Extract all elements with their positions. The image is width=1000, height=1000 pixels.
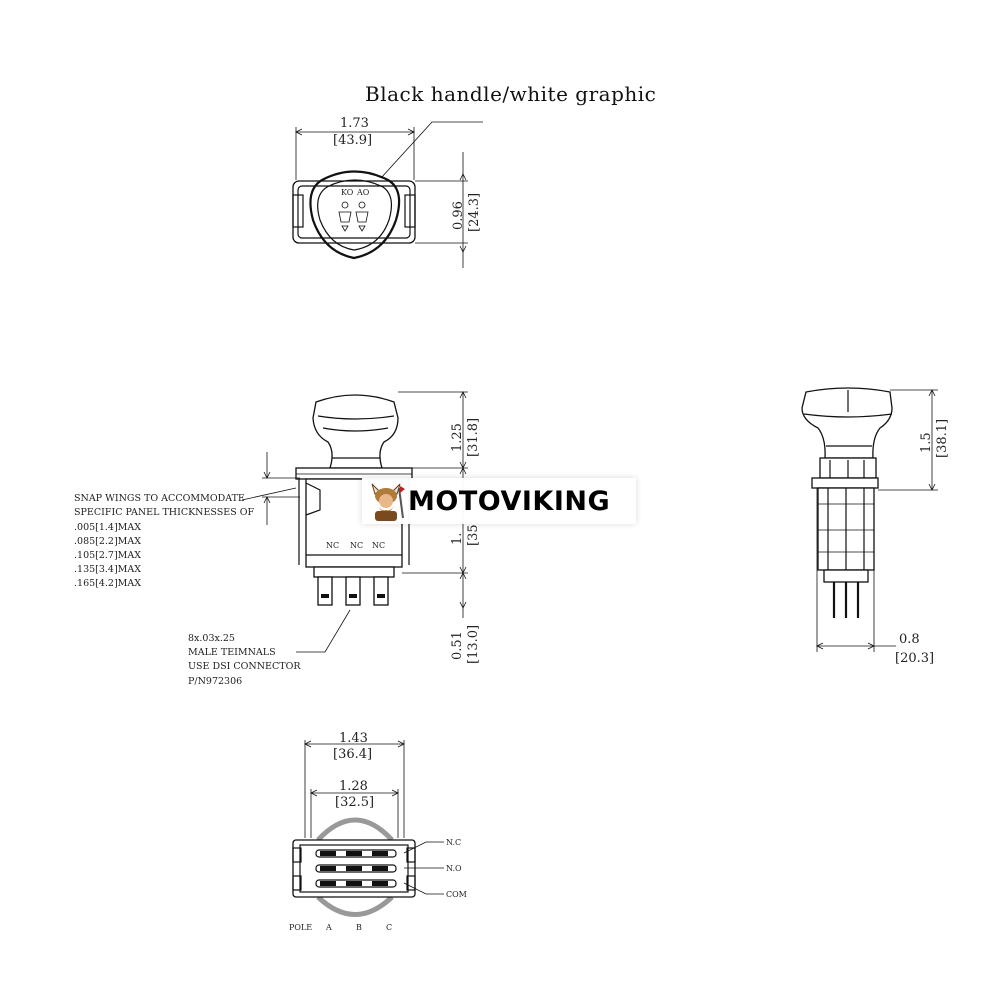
watermark-brand-text: MOTOVIKING xyxy=(408,485,611,517)
contact-label-1: NC xyxy=(326,541,339,550)
pole-b-label: B xyxy=(356,923,362,932)
bottom-outer-in: 1.43 xyxy=(339,731,368,746)
top-height-in: 0.96 xyxy=(451,201,466,230)
terminal-note-line-1: 8x.03x.25 xyxy=(188,633,235,644)
handle-height-mm: [31.8] xyxy=(466,418,481,457)
top-view: 1.73 [43.9] KO AO 0.96 [24.3] xyxy=(292,116,483,268)
pole-c-label: C xyxy=(386,923,392,932)
side-height-in: 1.5 xyxy=(919,432,934,453)
bottom-view: 1.43 [36.4] 1.28 [32.5] N.C N.O COM xyxy=(289,731,467,932)
terminal-height-in: 0.51 xyxy=(450,631,465,660)
icon-label-ko: KO xyxy=(341,188,354,197)
pole-a-label: A xyxy=(325,923,332,932)
top-height-mm: [24.3] xyxy=(467,193,482,232)
row-label-com: COM xyxy=(446,890,467,899)
watermark-logo: MOTOVIKING xyxy=(362,478,636,524)
terminal-height-mm: [13.0] xyxy=(466,625,481,664)
drawing-title: Black handle/white graphic xyxy=(365,82,656,106)
row-label-nc: N.C xyxy=(446,838,461,847)
terminal-note-line-3: USE DSI CONNECTOR xyxy=(188,661,301,672)
viking-mascot-icon xyxy=(371,483,405,521)
snap-note-line-6: .135[3.4]MAX xyxy=(74,564,141,575)
body-height-in: 1. xyxy=(450,533,465,545)
snap-note-line-5: .105[2.7]MAX xyxy=(74,550,141,561)
bottom-inner-in: 1.28 xyxy=(339,779,368,794)
bottom-inner-mm: [32.5] xyxy=(335,795,374,810)
body-height-mm: [35. xyxy=(466,520,481,546)
icon-label-ao: AO xyxy=(356,188,370,197)
front-view: NC NC NC 1.25 [31.8] 1. [35. 0.5 xyxy=(74,391,481,687)
snap-note-line-3: .005[1.4]MAX xyxy=(74,522,141,533)
handle-height-in: 1.25 xyxy=(450,423,465,452)
bottom-outer-mm: [36.4] xyxy=(333,747,372,762)
side-height-mm: [38.1] xyxy=(935,419,950,458)
side-view: 1.5 [38.1] 0.8 [20.3] xyxy=(801,387,950,666)
pole-label: POLE xyxy=(289,923,312,932)
snap-note-line-2: SPECIFIC PANEL THICKNESSES OF xyxy=(74,507,255,518)
terminal-note-line-4: P/N972306 xyxy=(188,676,242,687)
snap-note-line-7: .165[4.2]MAX xyxy=(74,578,141,589)
terminal-note-line-2: MALE TEIMNALS xyxy=(188,647,276,658)
operator-icon xyxy=(338,201,369,232)
top-width-in: 1.73 xyxy=(340,116,369,131)
contact-label-2: NC xyxy=(350,541,363,550)
top-width-mm: [43.9] xyxy=(333,133,372,148)
side-depth-in: 0.8 xyxy=(899,632,920,647)
snap-note-line-4: .085[2.2]MAX xyxy=(74,536,141,547)
snap-note-line-1: SNAP WINGS TO ACCOMMODATE xyxy=(74,493,245,504)
side-depth-mm: [20.3] xyxy=(895,651,934,666)
row-label-no: N.O xyxy=(446,864,462,873)
contact-label-3: NC xyxy=(372,541,385,550)
